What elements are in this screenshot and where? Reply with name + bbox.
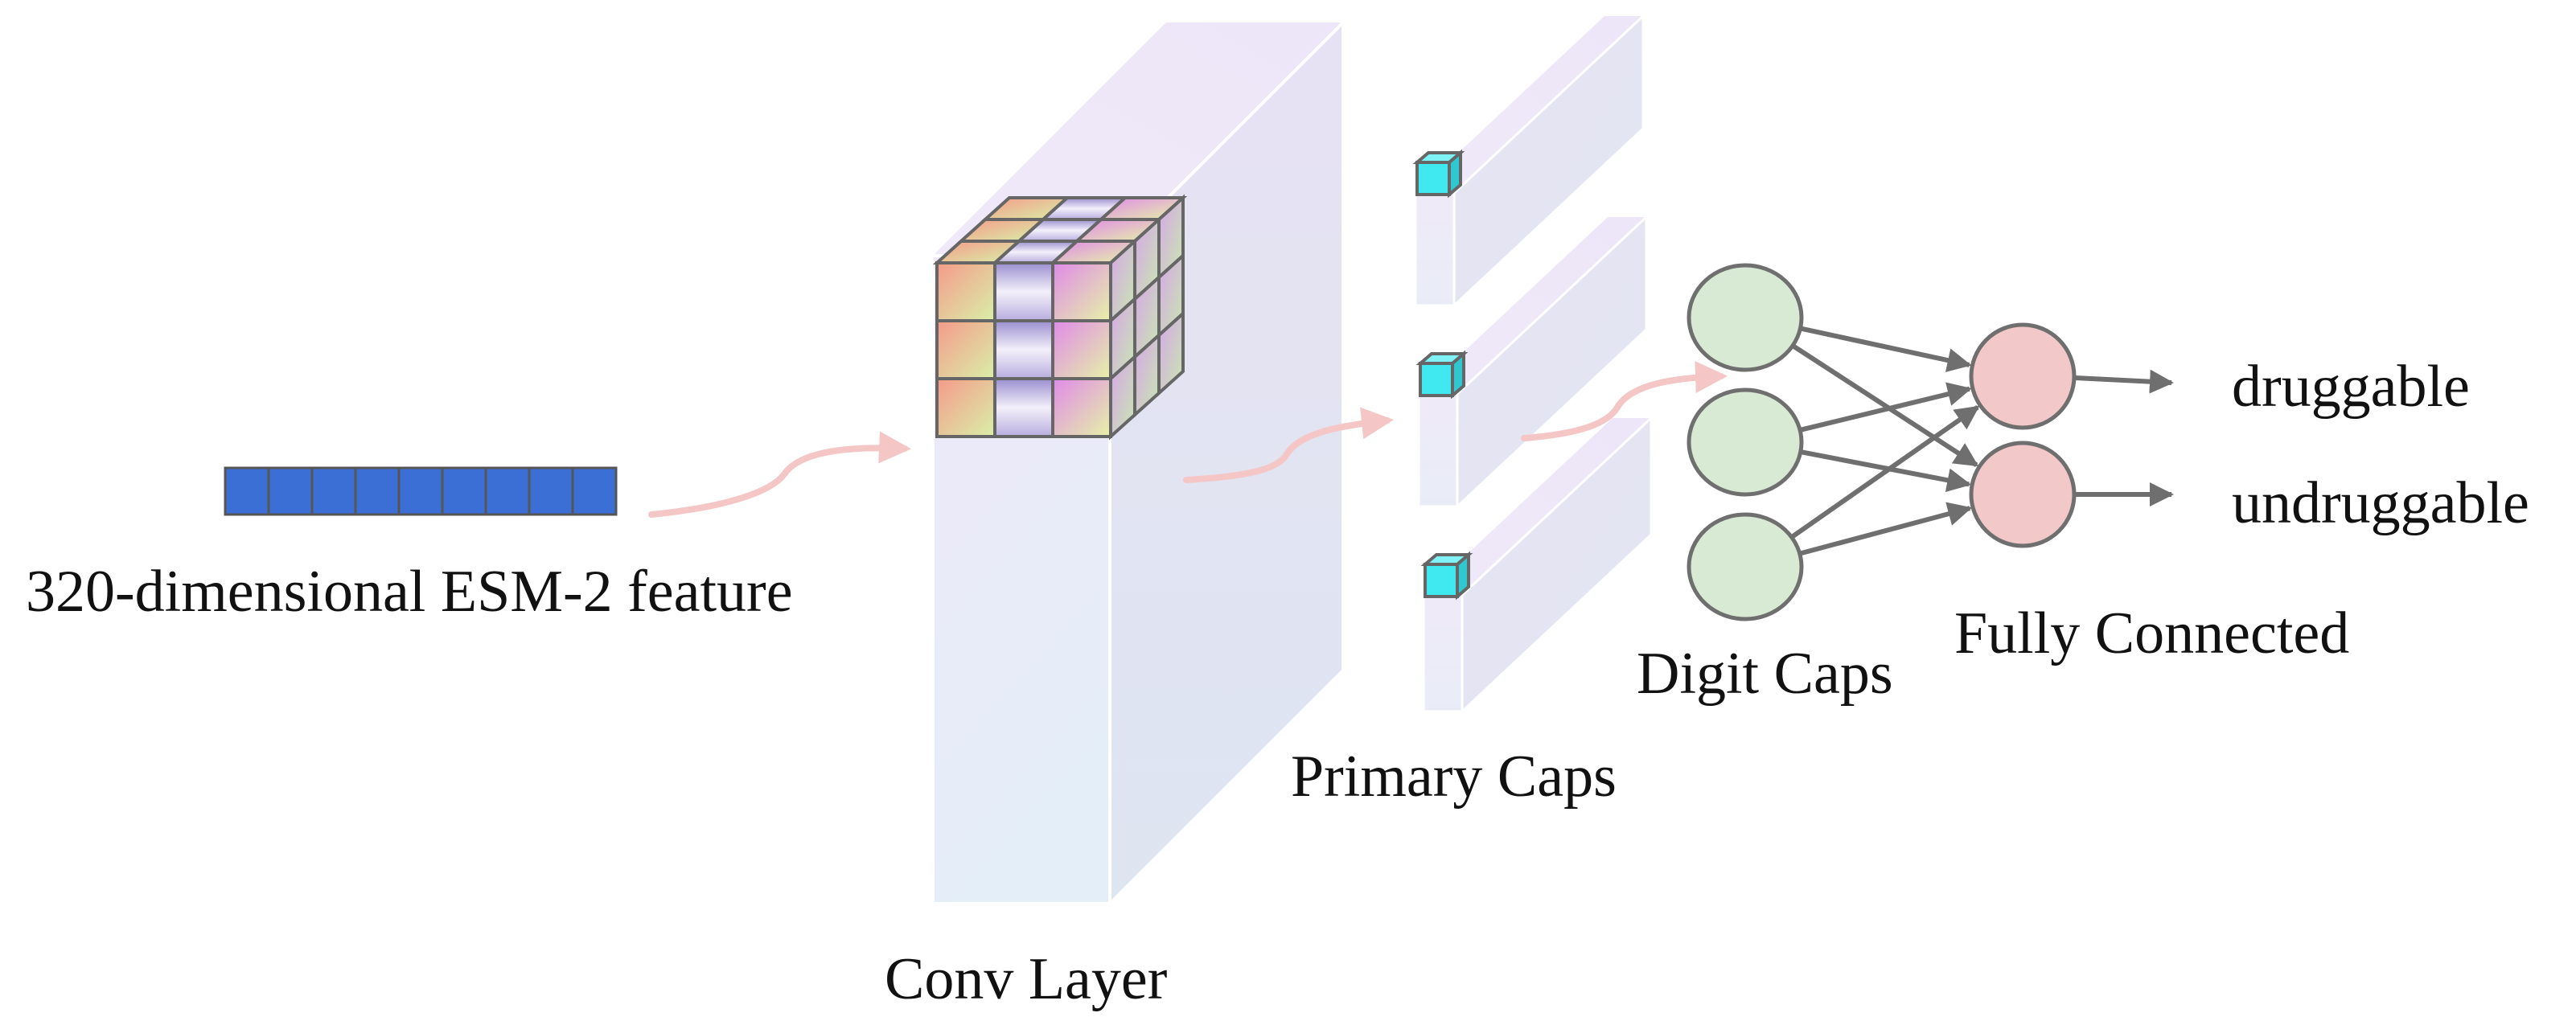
connection-line [1799, 326, 1972, 372]
capsule-front [1422, 593, 1464, 713]
fully-connected-label: Fully Connected [1954, 601, 2349, 666]
capsule-cube-front [1419, 362, 1454, 397]
input-label: 320-dimensional ESM-2 feature [26, 559, 793, 625]
primary-caps-label: Primary Caps [1291, 744, 1617, 810]
kernel-front-cell [993, 377, 1054, 438]
input-cell [571, 466, 618, 516]
kernel-front-cell [1051, 377, 1112, 438]
digit-cap-node [1687, 387, 1804, 497]
primary-capsule [1412, 13, 1645, 309]
digit-caps-nodes [1687, 263, 1804, 621]
capsule-cube-side [1451, 350, 1465, 400]
capsule-front [1414, 191, 1456, 307]
fully-connected-links [1789, 326, 1980, 556]
capsule-cube-side [1448, 149, 1462, 199]
kernel-front-cell [993, 319, 1054, 380]
connection-line [1799, 382, 1972, 433]
fc-nodes [1969, 322, 2077, 548]
capsule-cube-front [1415, 161, 1451, 196]
kernel-front-cell [935, 319, 996, 380]
flow-arrow-input-to-conv [648, 431, 911, 518]
capsule-top [1419, 217, 1646, 394]
digit-cap-node [1687, 512, 1804, 621]
digit-cap-node [1687, 263, 1804, 372]
primary-capsule [1415, 214, 1648, 510]
capsule-top [1415, 16, 1643, 193]
output-label-druggable: druggable [2232, 354, 2470, 420]
capsule-cube-side [1456, 551, 1470, 601]
input-cell [397, 466, 444, 516]
conv-kernel-cube [932, 194, 1188, 441]
output-label-undruggable: undruggable [2232, 470, 2529, 536]
capsule-front [1417, 392, 1459, 508]
kernel-front-cell [935, 261, 996, 322]
capsule-top [1424, 418, 1651, 595]
kernel-front-cell [1051, 261, 1112, 322]
digit-caps-label: Digit Caps [1637, 641, 1893, 707]
connection-line [1789, 405, 1980, 539]
primary-caps-group [1412, 13, 1653, 715]
connection-line [1798, 502, 1973, 556]
input-cell [528, 466, 574, 516]
kernel-front-cell [993, 261, 1054, 322]
input-cell [267, 466, 314, 516]
input-cell [224, 466, 270, 516]
conv-layer-label: Conv Layer [885, 946, 1167, 1012]
input-cell [354, 466, 401, 516]
flow-arrow-conv-to-primary [1183, 407, 1394, 483]
fc-node [1969, 322, 2077, 430]
input-cell [484, 466, 531, 516]
kernel-front-cell [935, 377, 996, 438]
capsule-cube-front [1424, 563, 1459, 598]
output-arrow-druggable [2074, 369, 2174, 394]
input-cell [441, 466, 487, 516]
flow-arrow-primary-to-digit [1521, 361, 1728, 441]
primary-capsule [1420, 415, 1653, 715]
connection-line [1800, 449, 1972, 493]
input-cell [310, 466, 357, 516]
connection-line [1791, 343, 1979, 467]
kernel-front-cell [1051, 319, 1112, 380]
input-feature-vector [224, 466, 618, 516]
fc-node [1969, 441, 2077, 548]
